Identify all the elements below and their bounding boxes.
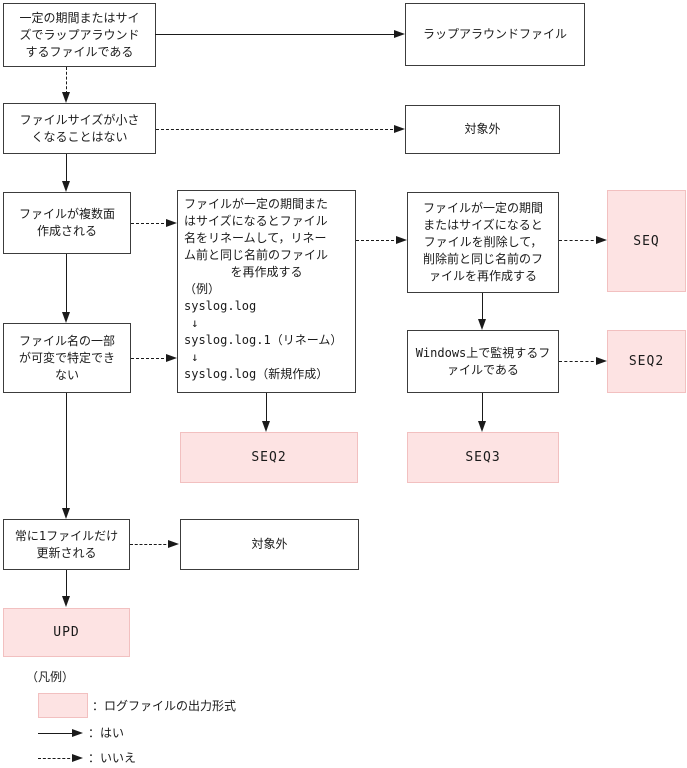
- arrow-no-to-sizebox-head: [62, 92, 70, 103]
- arrow-yes-to-multiple-head: [62, 181, 70, 192]
- arrow-yes-to-upd-line: [66, 570, 67, 598]
- box-wraparound-file: ラップアラウンドファイル: [405, 3, 585, 66]
- arrow-no-rename-to-delete-line: [356, 240, 399, 241]
- box-seq2-right: SEQ2: [607, 330, 686, 393]
- arrow-yes-wraparound-line: [155, 34, 398, 35]
- arrow-no-multiple-to-rename-head: [166, 219, 177, 227]
- rename-description: ファイルが一定の期間また はサイズになるとファイル 名をリネームして，リネー ム…: [184, 197, 329, 262]
- box-seq: SEQ: [607, 190, 686, 292]
- arrow-no-multiple-to-rename-line: [131, 223, 169, 224]
- box-windows-monitored: Windows上で監視するフ ァイルである: [407, 330, 559, 393]
- rename-description-last-line: を再作成する: [230, 265, 303, 279]
- legend-no-label: ：いいえ: [88, 751, 137, 765]
- legend-no-arrow-head: [72, 754, 83, 762]
- legend-output-format-label: ：ログファイルの出力形式: [92, 699, 237, 713]
- box-out-of-scope-top: 対象外: [405, 105, 560, 154]
- arrow-no-out-of-scope-bottom-line: [130, 544, 171, 545]
- arrow-no-delete-to-seq-head: [596, 236, 607, 244]
- arrow-no-rename-to-delete-head: [396, 236, 407, 244]
- legend-yes-arrow-head: [72, 729, 83, 737]
- legend-pink-swatch: [38, 693, 88, 718]
- arrow-yes-to-upd-head: [62, 596, 70, 607]
- arrow-yes-rename-to-seq2-head: [262, 421, 270, 432]
- arrow-yes-to-windows-head: [478, 319, 486, 330]
- arrow-yes-to-alwaysone-line: [66, 393, 67, 510]
- box-multiple-files-created: ファイルが複数面 作成される: [3, 192, 131, 254]
- arrow-yes-rename-to-seq2-line: [266, 393, 267, 423]
- arrow-yes-wraparound-head: [394, 30, 405, 38]
- arrow-no-out-of-scope-top-line: [156, 129, 398, 130]
- arrow-no-delete-to-seq-line: [559, 240, 599, 241]
- arrow-yes-to-alwaysone-head: [62, 508, 70, 519]
- arrow-no-filename-to-rename-head: [166, 354, 177, 362]
- arrow-no-filename-to-rename-line: [131, 358, 169, 359]
- box-filename-variable: ファイル名の一部 が可変で特定でき ない: [3, 323, 131, 393]
- legend-no-arrow-line: [38, 758, 75, 759]
- box-rename-recreate: ファイルが一定の期間また はサイズになるとファイル 名をリネームして，リネー ム…: [177, 190, 356, 393]
- legend-title: （凡例）: [26, 670, 75, 684]
- arrow-yes-to-multiple-line: [66, 154, 67, 183]
- arrow-yes-windows-to-seq3-head: [478, 421, 486, 432]
- box-always-one-file: 常に1ファイルだけ 更新される: [3, 519, 130, 570]
- arrow-yes-windows-to-seq3-line: [482, 393, 483, 423]
- arrow-yes-to-filename-line: [66, 254, 67, 314]
- box-out-of-scope-bottom: 対象外: [180, 519, 359, 570]
- box-size-never-shrinks: ファイルサイズが小さ くなることはない: [3, 103, 156, 154]
- box-delete-recreate: ファイルが一定の期間 またはサイズになると ファイルを削除して， 削除前と同じ名…: [407, 192, 559, 293]
- arrow-no-windows-to-seq2-head: [596, 357, 607, 365]
- legend-yes-arrow-line: [38, 733, 75, 734]
- box-upd: UPD: [3, 608, 130, 657]
- legend-yes-label: ：はい: [88, 726, 125, 740]
- rename-example: （例） syslog.log ↓ syslog.log.1（リネーム） ↓ sy…: [184, 282, 343, 381]
- arrow-yes-to-filename-head: [62, 312, 70, 323]
- box-wraparound-condition: 一定の期間またはサイ ズでラップアラウンド するファイルである: [3, 3, 156, 67]
- arrow-yes-to-windows-line: [482, 293, 483, 321]
- box-seq2-middle: SEQ2: [180, 432, 358, 483]
- arrow-no-out-of-scope-top-head: [394, 125, 405, 133]
- arrow-no-to-sizebox-line: [66, 67, 67, 94]
- arrow-no-windows-to-seq2-line: [559, 361, 599, 362]
- arrow-no-out-of-scope-bottom-head: [168, 540, 179, 548]
- box-seq3: SEQ3: [407, 432, 559, 483]
